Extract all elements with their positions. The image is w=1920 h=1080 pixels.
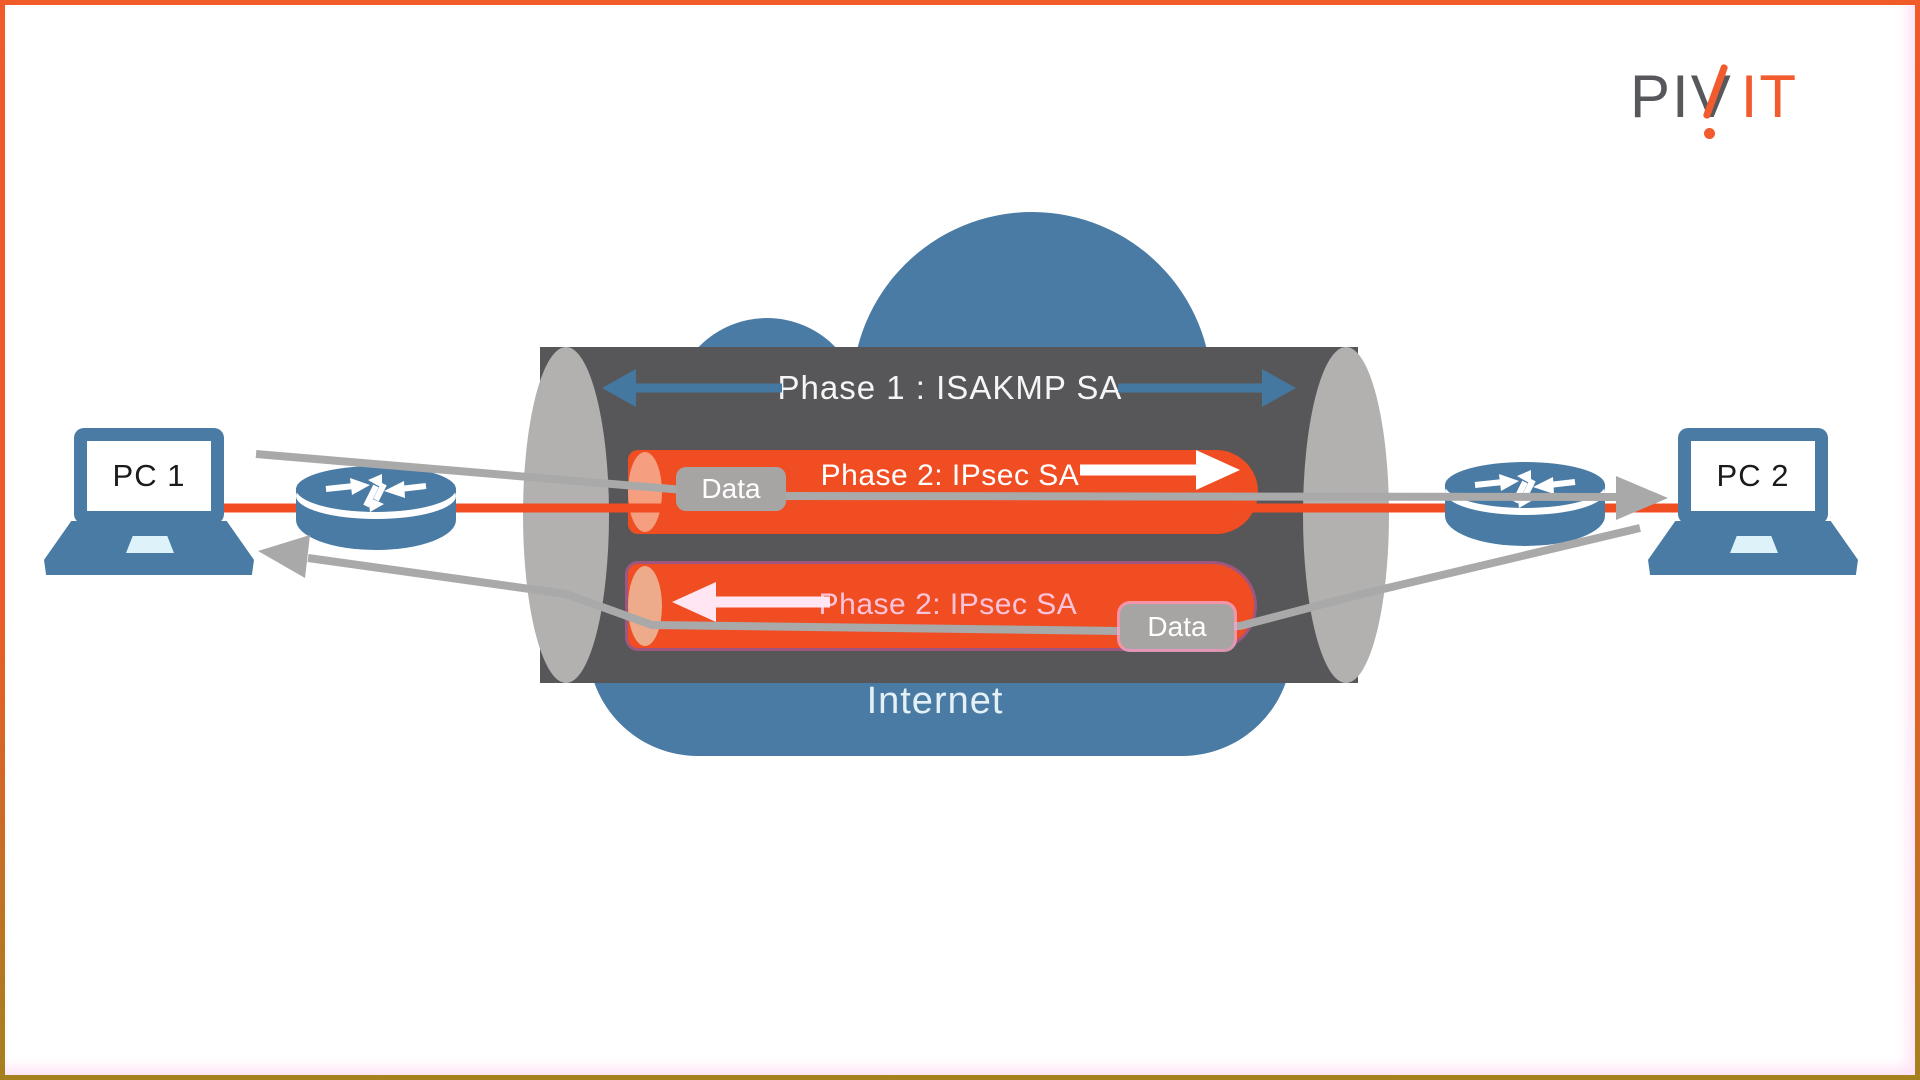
- internet-label: Internet: [866, 680, 1004, 722]
- laptop-notch: [1730, 536, 1778, 553]
- data-badge-return-label: Data: [1147, 610, 1207, 642]
- data-badge-forward: Data: [676, 467, 786, 511]
- pc2-laptop-icon: PC 2: [1648, 428, 1858, 580]
- phase1-tunnel-right-cap: [1303, 347, 1389, 683]
- pc1-laptop-icon: PC 1: [44, 428, 254, 580]
- logo-dot-accent: [1704, 128, 1715, 139]
- router-arrows-icon: [1474, 470, 1576, 508]
- pc1-label: PC 1: [112, 458, 186, 493]
- pc2-label: PC 2: [1716, 458, 1790, 493]
- laptop-notch: [126, 536, 174, 553]
- pc2-screen: PC 2: [1678, 428, 1828, 524]
- phase1-label: Phase 1 : ISAKMP SA: [777, 369, 1123, 406]
- router-arrows-icon: [325, 474, 427, 512]
- data-badge-forward-label: Data: [701, 473, 761, 504]
- pc1-screen: PC 1: [74, 428, 224, 524]
- router-icon-left: [296, 466, 456, 552]
- router-icon-right: [1445, 462, 1605, 548]
- logo-text-orange: IT: [1740, 63, 1799, 130]
- data-badge-return: Data: [1120, 604, 1234, 649]
- phase1-tunnel-left-cap: [523, 347, 609, 683]
